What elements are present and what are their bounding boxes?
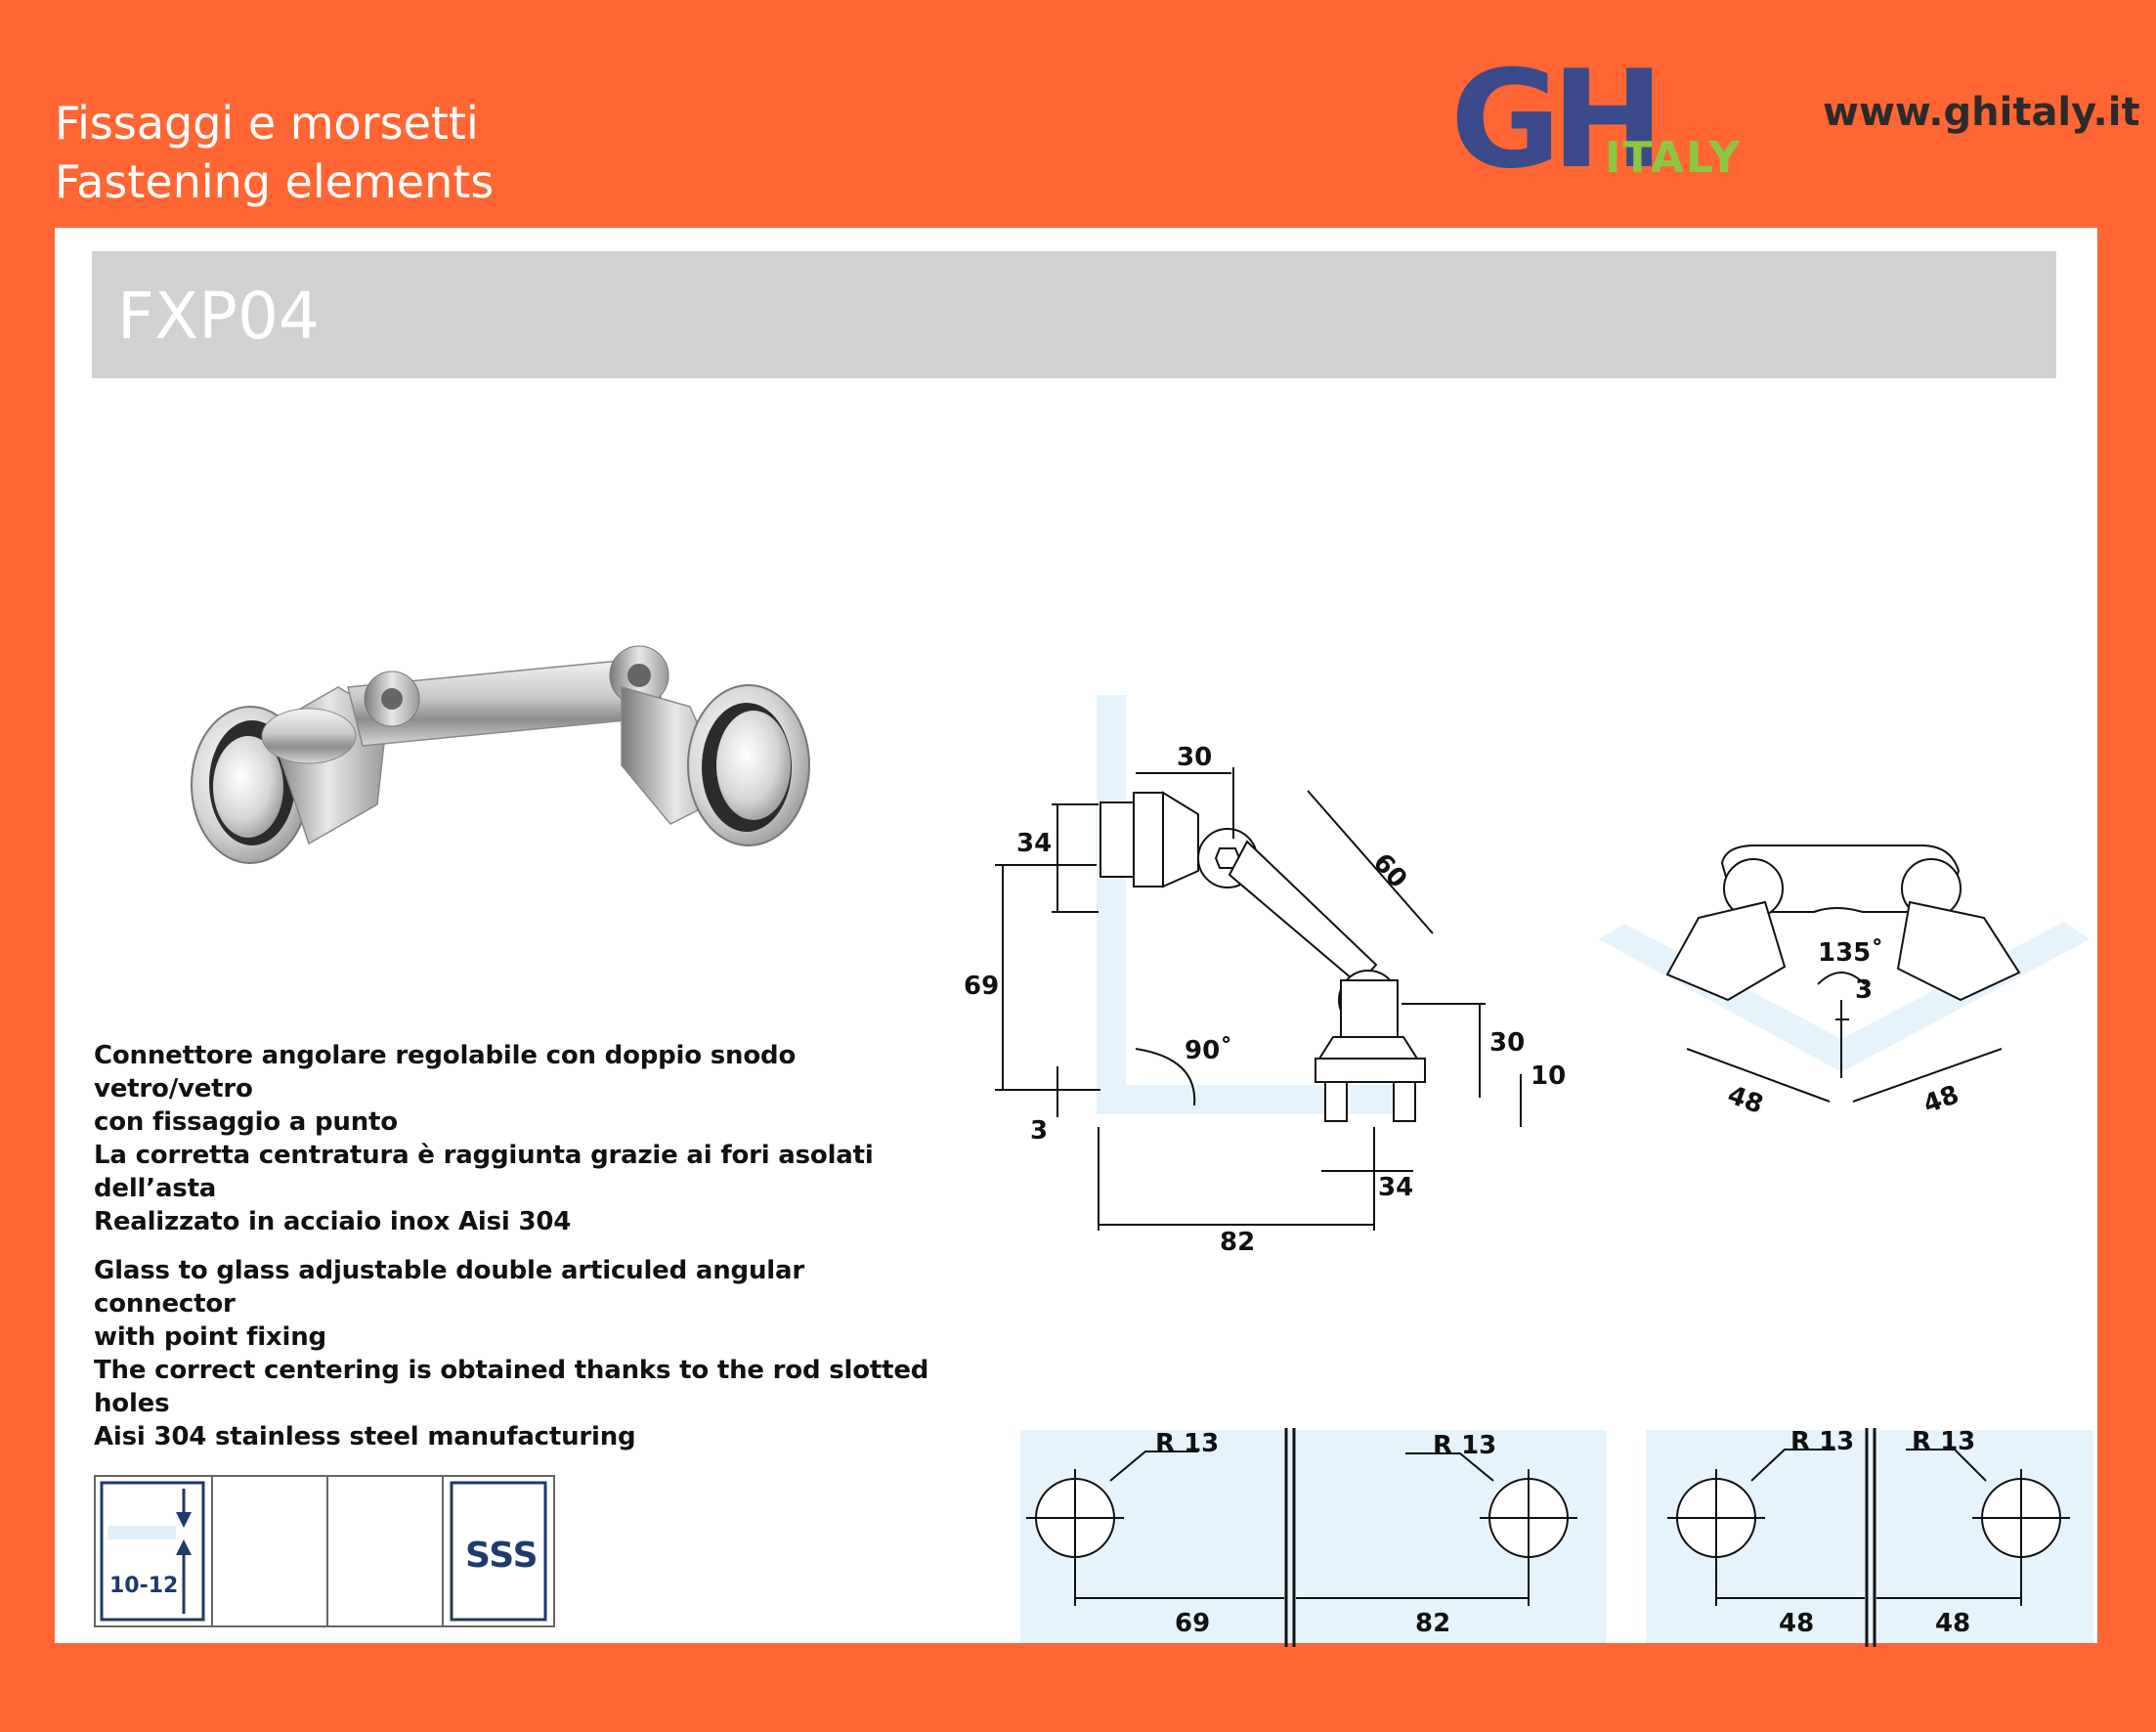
hole-r1-right: R 13 bbox=[1790, 1427, 1854, 1456]
category-it: Fissaggi e morsetti bbox=[55, 97, 479, 150]
hole-r1-left: R 13 bbox=[1155, 1429, 1219, 1458]
finish-icon: SSS bbox=[450, 1481, 547, 1622]
dim-60: 60 bbox=[1367, 848, 1413, 894]
hole-d2-left: 82 bbox=[1415, 1609, 1450, 1638]
description-italian: Connettore angolare regolabile con doppi… bbox=[94, 1039, 934, 1238]
description-line: Aisi 304 stainless steel manufacturing bbox=[94, 1422, 636, 1451]
glass-thickness-icon: 10-12 bbox=[100, 1481, 205, 1622]
dim-48-right: 48 bbox=[1919, 1080, 1962, 1120]
description-line: The correct centering is obtained thanks… bbox=[94, 1356, 929, 1385]
finish-label: SSS bbox=[465, 1536, 539, 1576]
description-line: Realizzato in acciaio inox Aisi 304 bbox=[94, 1207, 572, 1236]
description-line: Glass to glass adjustable double articul… bbox=[94, 1256, 804, 1319]
description-line: con fissaggio a punto bbox=[94, 1107, 398, 1137]
website-link[interactable]: www.ghitaly.it bbox=[1823, 90, 2140, 135]
dim-10: 10 bbox=[1531, 1061, 1566, 1091]
dim-34-left: 34 bbox=[1016, 829, 1052, 858]
header-category: Fissaggi e morsetti Fastening elements bbox=[55, 94, 494, 211]
holes-right-panel: R 13 R 13 48 48 bbox=[1646, 1427, 2093, 1647]
product-photo bbox=[191, 645, 810, 864]
logo-sub: ITALY bbox=[1605, 133, 1742, 178]
holes-left-panel: R 13 R 13 69 82 bbox=[1020, 1428, 1607, 1647]
description-line: La corretta centratura è raggiunta grazi… bbox=[94, 1141, 874, 1170]
category-en: Fastening elements bbox=[55, 155, 495, 208]
description-line: holes bbox=[94, 1389, 170, 1418]
description-line: Connettore angolare regolabile con doppi… bbox=[94, 1041, 797, 1104]
dim-82: 82 bbox=[1220, 1228, 1255, 1257]
dim-69: 69 bbox=[964, 972, 999, 1001]
dim-3: 3 bbox=[1030, 1116, 1048, 1146]
spec-icon-bar: 10-12 SSS bbox=[94, 1475, 555, 1627]
glass-thickness-cell: 10-12 bbox=[96, 1477, 213, 1625]
dim-3-angled: 3 bbox=[1855, 975, 1873, 1005]
content-panel: FXP04 bbox=[55, 228, 2097, 1647]
glass-thickness-label: 10-12 bbox=[109, 1574, 178, 1598]
hole-r2-right: R 13 bbox=[1912, 1427, 1975, 1456]
product-title-bar: FXP04 bbox=[92, 251, 2056, 378]
hole-d2-right: 48 bbox=[1935, 1609, 1970, 1638]
description-line: with point fixing bbox=[94, 1322, 326, 1352]
hole-d1-right: 48 bbox=[1779, 1609, 1814, 1638]
empty-icon-cell bbox=[328, 1477, 444, 1625]
glass-horizontal bbox=[1097, 1085, 1407, 1114]
description-english: Glass to glass adjustable double articul… bbox=[94, 1254, 934, 1453]
dim-34-bottom: 34 bbox=[1378, 1173, 1413, 1202]
finish-cell: SSS bbox=[444, 1477, 553, 1625]
logo-letters: GH bbox=[1450, 51, 1655, 178]
empty-icon-cell bbox=[213, 1477, 328, 1625]
description-line: dell’asta bbox=[94, 1174, 217, 1203]
dim-48-left: 48 bbox=[1724, 1080, 1767, 1120]
dim-30-right: 30 bbox=[1489, 1028, 1525, 1058]
glass-vertical bbox=[1097, 695, 1126, 1094]
dim-30-top: 30 bbox=[1177, 743, 1212, 772]
hole-r2-left: R 13 bbox=[1433, 1431, 1496, 1460]
product-code: FXP04 bbox=[117, 279, 320, 354]
gh-italy-logo: GH ITALY bbox=[1446, 41, 1798, 198]
technical-drawing: 30 34 60 69 90˚ 3 30 10 34 82 bbox=[964, 695, 2093, 1647]
angle-90: 90˚ bbox=[1185, 1035, 1232, 1065]
hole-d1-left: 69 bbox=[1175, 1609, 1210, 1638]
angle-135: 135˚ bbox=[1818, 937, 1883, 968]
